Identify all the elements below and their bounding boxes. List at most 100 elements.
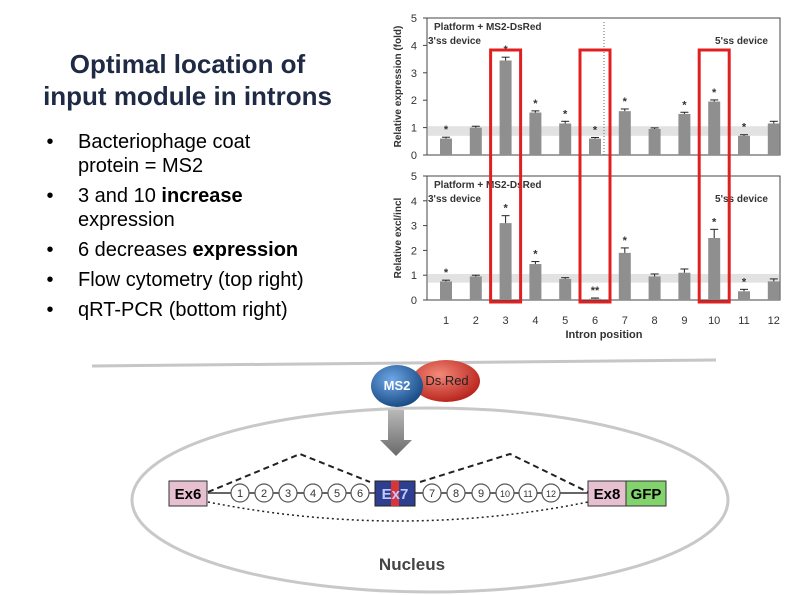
slide-title-line1: Optimal location of [69, 49, 306, 79]
x-tick-label: 5 [562, 315, 568, 327]
x-tick-label: 12 [768, 315, 780, 327]
baseline-band [428, 126, 779, 136]
bar [499, 60, 512, 155]
bar [767, 281, 780, 300]
bullet-item: • Flow cytometry (top right) [40, 268, 370, 292]
baseline-band [428, 273, 779, 283]
x-tick-label: 3 [503, 315, 509, 327]
significance-marker: * [444, 124, 449, 136]
y-tick-label: 5 [411, 13, 417, 25]
slide-title-line2: input module in introns [43, 81, 332, 111]
y-tick-label: 3 [411, 68, 417, 80]
x-tick-label: 7 [622, 315, 628, 327]
y-tick-label: 2 [411, 95, 417, 107]
bar [767, 123, 780, 155]
significance-marker: * [623, 96, 628, 108]
bullet-text-rest: RT-PCR (bottom right) [89, 299, 288, 321]
significance-marker: * [503, 203, 508, 215]
significance-marker: * [533, 98, 538, 110]
bullet-list: • Bacteriophage coat protein = MS2 • 3 a… [40, 130, 370, 328]
bar [678, 113, 691, 155]
bullet-text: 6 decreases [78, 239, 193, 261]
bullet-text: q [78, 299, 90, 321]
x-tick-label: 11 [738, 315, 749, 327]
chart-subtitle-left: 3'ss device [428, 36, 481, 47]
bar [708, 101, 721, 155]
significance-marker: * [593, 124, 598, 136]
bullet-item: • 6 decreases expression [40, 238, 370, 262]
bar [440, 138, 452, 155]
chart-title: Platform + MS2-DsRed [434, 180, 542, 191]
y-tick-label: 0 [411, 150, 417, 162]
x-tick-label: 6 [592, 315, 598, 327]
y-tick-label: 1 [411, 270, 417, 282]
bar [589, 138, 601, 155]
x-tick-label: 1 [443, 315, 449, 327]
significance-marker: * [682, 99, 687, 111]
bullet-bold-text: expression [192, 239, 299, 261]
significance-marker: * [712, 87, 717, 99]
significance-marker: * [444, 267, 449, 279]
y-axis-label: Relative excl/incl [393, 197, 404, 278]
chart-subtitle-right: 5'ss device [715, 194, 768, 205]
significance-marker: * [623, 235, 628, 247]
bar [678, 272, 691, 300]
y-tick-label: 5 [411, 171, 417, 183]
x-axis-label: Intron position [566, 329, 643, 341]
bar [738, 291, 750, 300]
bar [559, 123, 572, 155]
significance-marker: * [742, 276, 747, 288]
bar [618, 252, 631, 300]
x-tick-label: 10 [708, 315, 720, 327]
bar [499, 223, 512, 300]
bullet-bold-text: increase [161, 185, 243, 207]
x-tick-label: 9 [681, 315, 687, 327]
significance-marker: * [742, 122, 747, 134]
bar [618, 111, 631, 155]
bar [529, 264, 542, 300]
significance-marker: ** [591, 285, 600, 297]
bar [648, 128, 661, 155]
y-tick-label: 0 [411, 295, 417, 307]
y-tick-label: 3 [411, 221, 417, 233]
slide-title: Optimal location of input module in intr… [10, 48, 365, 112]
bullet-text-continuation: protein = MS2 [78, 155, 204, 177]
bullet-dot: • [46, 185, 54, 207]
significance-marker: * [712, 216, 717, 228]
x-tick-label: 2 [473, 315, 479, 327]
bullet-item: • qRT-PCR (bottom right) [40, 298, 370, 322]
bar [708, 238, 721, 300]
highlight-box [697, 48, 731, 304]
bar [648, 276, 661, 300]
highlight-box [578, 48, 612, 304]
bar [440, 281, 452, 300]
bar [469, 127, 482, 155]
y-tick-label: 2 [411, 245, 417, 257]
x-tick-label: 8 [652, 315, 658, 327]
bullet-text: Bacteriophage coat [78, 131, 251, 153]
highlight-box [489, 48, 523, 304]
bar [529, 112, 542, 155]
bullet-text-continuation: expression [78, 209, 175, 231]
y-tick-label: 1 [411, 123, 417, 135]
chart-subtitle-right: 5'ss device [715, 36, 768, 47]
bullet-dot: • [46, 269, 54, 291]
significance-marker: * [533, 249, 538, 261]
y-tick-label: 4 [411, 40, 417, 52]
bullet-dot: • [46, 131, 54, 153]
bar [559, 278, 572, 300]
bar [589, 298, 601, 300]
bar [738, 135, 750, 155]
bullet-text: 3 and 10 [78, 185, 162, 207]
bullet-item: • 3 and 10 increase expression [40, 184, 370, 232]
y-axis-label: Relative expression (fold) [393, 26, 404, 148]
significance-marker: * [563, 108, 568, 120]
bullet-text: Flow cytometry (top right) [78, 269, 304, 291]
y-tick-label: 4 [411, 196, 417, 208]
chart-title: Platform + MS2-DsRed [434, 22, 542, 33]
bar [469, 276, 482, 300]
bullet-item: • Bacteriophage coat protein = MS2 [40, 130, 370, 178]
bullet-dot: • [46, 299, 54, 321]
x-tick-label: 4 [532, 315, 538, 327]
